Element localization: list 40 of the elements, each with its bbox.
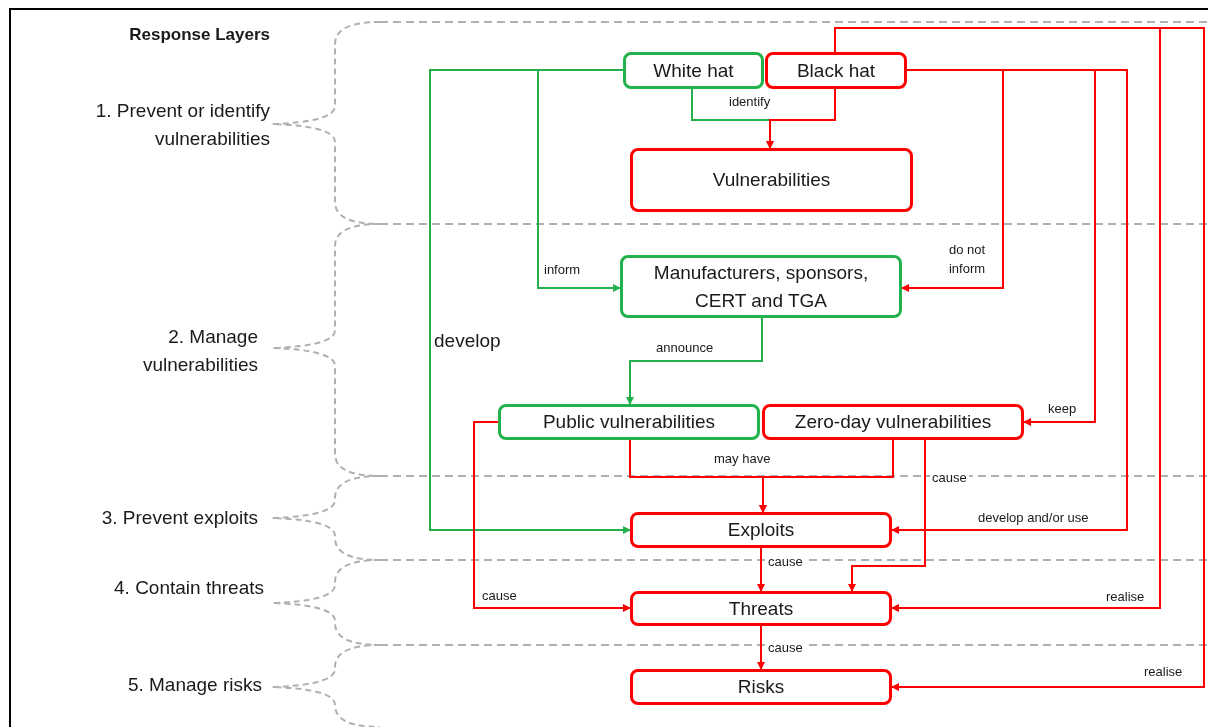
node-label: Zero-day vulnerabilities <box>794 410 992 434</box>
arrow <box>766 88 836 149</box>
column-heading: Response Layers <box>128 24 270 46</box>
node-label: Black hat <box>796 58 876 83</box>
node-label: Risks <box>737 675 785 699</box>
arrow <box>757 625 765 670</box>
layer-label: 2. Manage vulnerabilities <box>141 325 258 377</box>
edge-label: develop <box>432 333 503 349</box>
arrow <box>759 439 894 513</box>
edge-label: develop and/or use <box>976 510 1091 526</box>
process-box <box>630 148 913 212</box>
node-label: White hat <box>653 58 734 83</box>
edge-label: keep <box>1046 401 1079 417</box>
layer-label: 5. Manage risks <box>126 673 262 697</box>
arrow <box>626 317 763 405</box>
edge-label: may have <box>712 451 773 467</box>
node-label: Manufacturers, sponsors, CERT and TGA <box>652 260 870 313</box>
process-box <box>630 512 892 548</box>
arrow <box>901 69 1004 292</box>
arrow <box>834 27 1205 691</box>
node-label: Threats <box>728 596 794 621</box>
node-label: Vulnerabilities <box>712 168 831 192</box>
process-box <box>630 669 892 705</box>
arrow <box>473 421 631 612</box>
process-box <box>620 255 902 318</box>
layer-label: 4. Contain threats <box>113 576 264 600</box>
process-box <box>623 52 764 89</box>
layer-label: 1. Prevent or identify vulnerabilities <box>94 99 270 151</box>
process-box <box>765 52 907 89</box>
arrow <box>429 69 631 534</box>
process-box <box>630 591 892 626</box>
edge-label: identify <box>727 94 773 110</box>
layer-label: 3. Prevent exploits <box>100 506 258 530</box>
arrow <box>757 547 765 592</box>
arrow <box>891 69 1128 534</box>
process-box <box>498 404 760 440</box>
node-label: Public vulnerabilities <box>542 410 716 434</box>
node-label: Exploits <box>727 518 795 542</box>
process-box <box>762 404 1024 440</box>
arrow <box>848 439 926 592</box>
